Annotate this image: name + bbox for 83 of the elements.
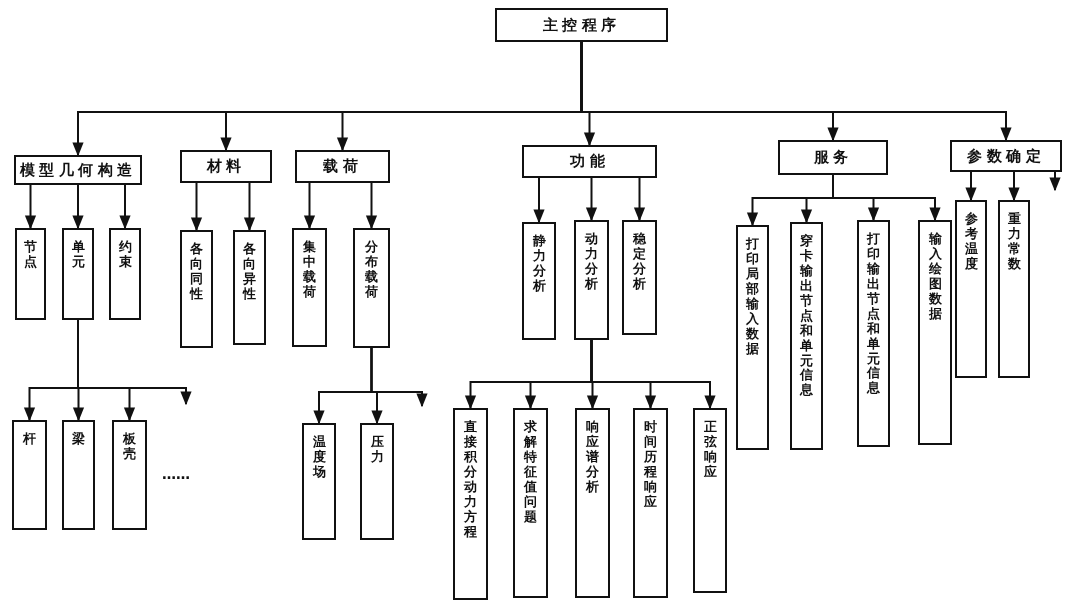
module-box [918,220,952,445]
node-label: 杆 [23,432,36,447]
node-label: 时间历程响应 [644,420,657,510]
node-label: 材料 [206,157,246,176]
arrow [72,184,84,230]
module-box [574,220,609,340]
module-box [360,423,394,540]
arrow [965,171,977,202]
node-label: 静力分析 [532,234,546,294]
arrow [1049,171,1061,192]
module-box [233,230,266,345]
module-box [109,228,141,320]
node-label: 集中载荷 [303,240,316,300]
arrow [303,182,316,230]
module-box [693,408,727,593]
module-box [633,408,668,598]
node-label: 参考温度 [964,212,978,272]
module-box [112,420,147,530]
node-label: 单元 [71,240,85,270]
module-box [62,420,95,530]
category-box [778,140,888,175]
node-label: 压力 [370,435,384,465]
module-box [180,230,213,348]
arrow [533,177,545,224]
arrow [243,182,256,232]
category-box [522,145,657,178]
module-box [292,228,327,347]
node-label: 求解特征值问题 [524,420,537,525]
node-label: 重力常数 [1007,212,1021,272]
module-box [575,408,610,598]
node-label: 约束 [118,240,132,270]
node-label: 直接积分动力方程 [464,420,477,540]
arrow [77,319,192,406]
node-label: 稳定分析 [633,232,646,292]
node-label: 功能 [570,152,609,171]
arrow [585,177,598,222]
main-program-box [495,8,668,42]
category-box [295,150,390,183]
arrow [590,339,716,410]
node-label: 各向异性 [243,242,256,302]
arrow [370,347,428,408]
arrow [1008,171,1020,202]
node-label: 服务 [813,148,853,167]
module-box [857,220,890,447]
node-label: 穿卡输出节点和单元信息 [800,234,813,399]
module-box [302,423,336,540]
arrow [24,184,37,230]
module-box [998,200,1030,378]
module-box [522,222,556,340]
module-box [736,225,769,450]
module-box [513,408,548,598]
node-label: 打印输出节点和单元信息 [867,232,880,397]
module-box [15,228,46,320]
arrow [832,174,941,222]
node-label: 梁 [72,432,85,447]
arrow [365,182,378,230]
node-label: 温度场 [312,435,326,480]
node-label: 节点 [24,240,37,270]
module-box [62,228,94,320]
module-box [12,420,47,530]
node-label: 载荷 [323,157,362,176]
node-label: 模型几何构造 [19,160,137,180]
arrow [633,177,646,222]
module-box [453,408,488,600]
module-box [353,228,390,348]
module-box [622,220,657,335]
module-box [790,222,823,450]
node-label: 主控程序 [542,15,621,35]
node-label: 各向同性 [190,242,203,302]
arrow [119,184,131,230]
node-label: 正弦响应 [703,420,717,480]
node-label: 输入绘图数据 [928,232,942,322]
node-label: 打印局部输入数据 [746,237,759,357]
node-label: 动力分析 [585,232,598,292]
category-box [950,140,1062,172]
node-label: 响应谱分析 [586,420,599,495]
module-box [955,200,987,378]
arrow [190,182,203,232]
node-label: 分布载荷 [365,240,378,300]
node-label: 板壳 [123,432,136,462]
ellipsis-note: …… [162,466,190,482]
node-label: 参数确定 [967,146,1045,166]
category-box [180,150,272,183]
